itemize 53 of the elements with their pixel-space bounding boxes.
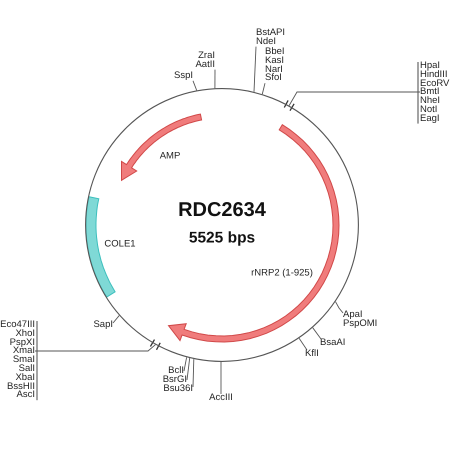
- leader-line: [262, 82, 266, 95]
- feature-label: COLE1: [104, 238, 136, 250]
- restriction-site-label: ApaI: [343, 311, 363, 320]
- restriction-site-label: BbeI: [265, 48, 285, 57]
- leader-line: [214, 69, 216, 89]
- restriction-site-label: AatII: [195, 60, 215, 70]
- restriction-site-label: KflI: [305, 350, 319, 359]
- leader-line: [184, 356, 188, 372]
- restriction-site-label: XmaI: [12, 347, 35, 356]
- feature-label: AMP: [160, 150, 180, 162]
- restriction-site-label: NheI: [420, 97, 440, 106]
- restriction-site-label: BssHII: [7, 382, 35, 392]
- restriction-site-label: EagI: [420, 114, 440, 124]
- restriction-site-label: NotI: [420, 106, 438, 115]
- restriction-site-label: BstAPI: [256, 29, 286, 38]
- plasmid-size: 5525 bps: [188, 230, 256, 246]
- leader-line: [288, 92, 420, 106]
- restriction-site-label: ZraI: [198, 52, 215, 61]
- restriction-site-label: KasI: [265, 56, 284, 66]
- restriction-site-label: AscI: [16, 391, 35, 400]
- leader-line: [254, 46, 256, 92]
- restriction-site-label: PspXI: [10, 338, 35, 348]
- restriction-site-label: NarI: [265, 66, 283, 74]
- restriction-site-label: AccIII: [209, 394, 233, 403]
- restriction-site-label: BmtI: [420, 88, 440, 98]
- leader-line: [186, 358, 190, 380]
- leader-line: [192, 358, 194, 388]
- restriction-site-label: Eco47III: [0, 321, 35, 330]
- restriction-site-label: EcoRV: [420, 80, 450, 88]
- plasmid-name: RDC2634: [178, 200, 266, 220]
- leader-line: [312, 327, 322, 340]
- restriction-site-label: BsrGI: [162, 376, 187, 385]
- restriction-site-label: XhoI: [15, 330, 35, 339]
- restriction-site-label: HindIII: [420, 70, 448, 80]
- restriction-site-label: PspOMI: [343, 320, 378, 329]
- leader-line: [298, 338, 308, 350]
- restriction-site-label: SalI: [18, 364, 35, 374]
- restriction-site-label: BsaAI: [320, 339, 346, 348]
- leader-line: [335, 301, 344, 314]
- restriction-site-label: SapI: [93, 321, 113, 330]
- restriction-site-label: SspI: [174, 72, 193, 81]
- restriction-site-label: HpaI: [420, 62, 440, 71]
- leader-line: [220, 362, 222, 394]
- restriction-site-label: SfoI: [265, 74, 282, 84]
- leader-line: [112, 315, 120, 324]
- restriction-site-label: SmaI: [12, 356, 35, 365]
- feature-label: rNRP2 (1-925): [251, 268, 313, 278]
- leader-line: [192, 80, 198, 91]
- restriction-site-label: NdeI: [256, 38, 276, 47]
- restriction-site-label: Bsu36I: [163, 385, 193, 394]
- leader-line: [34, 344, 156, 352]
- restriction-site-label: XbaI: [15, 374, 35, 383]
- restriction-site-label: BclI: [168, 367, 184, 376]
